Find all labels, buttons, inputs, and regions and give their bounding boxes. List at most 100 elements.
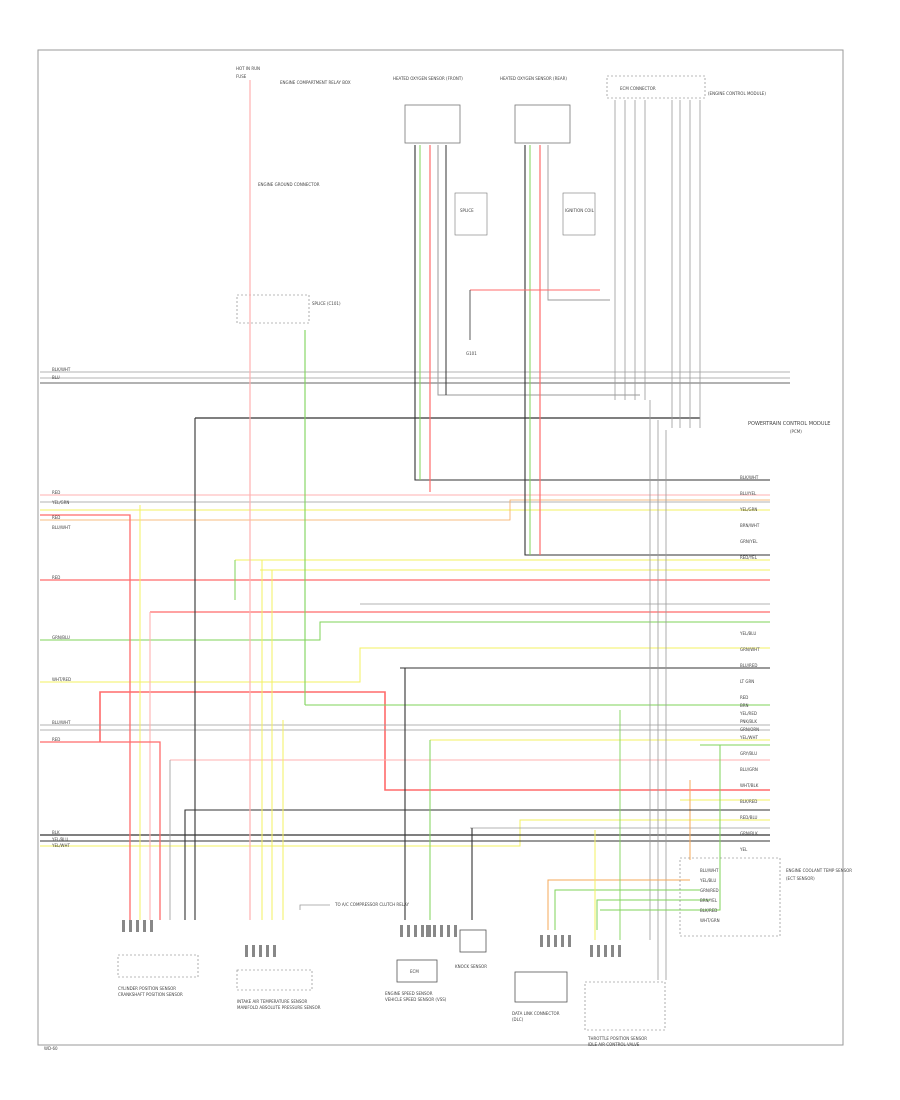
ecm-pin-15: YEL/WHT (739, 735, 759, 740)
wire-orange-7 (40, 499, 770, 521)
ecm-connector-label: ECM CONNECTOR (620, 86, 656, 91)
ecm-title: POWERTRAIN CONTROL MODULE (748, 421, 830, 427)
bottom-label-4: DATA LINK CONNECTOR (512, 1011, 560, 1016)
ecm-pin-labels: BLK/WHTBLU/YELYEL/GRNBRN/WHTGRN/YELRED/Y… (739, 475, 760, 852)
wire-red-29 (40, 514, 131, 920)
o2-sensor-left: HEATED OXYGEN SENSOR (FRONT) SPLICE G101 (393, 76, 488, 356)
left-label-13: YEL/WHT (51, 843, 71, 848)
ect-pin-0: BLU/WHT (700, 868, 719, 873)
wire-yellow-21 (40, 819, 770, 847)
wire-green-11 (40, 621, 770, 641)
ecm-title-group: POWERTRAIN CONTROL MODULE (PCM) (748, 421, 830, 434)
cyl-sensor-box (117, 954, 199, 978)
splice-label: SPLICE (460, 208, 474, 213)
ecm-pin-1: BLU/YEL (740, 491, 757, 496)
connector-pin-1-2 (259, 945, 262, 957)
bottom-label-0: CYLINDER POSITION SENSOR (118, 986, 176, 991)
ect-pin-3: BRN/YEL (700, 898, 718, 903)
ecm-pin-21: GRN/BLK (740, 831, 758, 836)
ignition-coil-label: IGNITION COIL (565, 208, 595, 213)
ect-sensor-module: ENGINE COOLANT TEMP SENSOR (ECT SENSOR) (679, 857, 852, 937)
fuse-subtitle: FUSE (236, 74, 247, 79)
wire-yellow-14 (40, 647, 770, 683)
bottom-label-5: THROTTLE POSITION SENSOR (587, 1036, 647, 1041)
ecm-box-label: ECM (410, 969, 419, 974)
connector-pin-5-0 (590, 945, 593, 957)
wire-red-15 (99, 691, 770, 791)
ect-sensor-sub: (ECT SENSOR) (786, 876, 815, 881)
connector-pin-2-3 (421, 925, 424, 937)
ecm-pin-0: BLK/WHT (740, 475, 759, 480)
connector-pin-3-1 (433, 925, 436, 937)
ecm-pin-17: BLU/GRN (740, 767, 758, 772)
ecm-connector: ECM CONNECTOR (ENGINE CONTROL MODULE) (606, 75, 766, 99)
ecm-pin-22: YEL (739, 847, 748, 852)
ground-label: G101 (466, 351, 477, 356)
diagram-frame (37, 49, 844, 1046)
splice-mid: SPLICE (C101) (236, 294, 341, 324)
o2-right-box (514, 104, 571, 144)
ecm-pin-13: BRN (740, 703, 749, 708)
bottom-label-3: KNOCK SENSOR (455, 964, 487, 969)
left-wire-labels: BLK/WHTBLUREDYEL/GRNREDBLU/WHTREDGRN/BLU… (51, 367, 71, 848)
ecm-pin-10: RED (740, 695, 748, 700)
connector-pin-0-3 (143, 920, 146, 932)
connector-pin-2-1 (407, 925, 410, 937)
left-label-7: GRN/BLU (52, 635, 70, 640)
bottom-sub-4: (DLC) (512, 1017, 524, 1022)
left-label-8: WHT/RED (52, 677, 71, 682)
ect-pin-2: GRN/RED (700, 888, 719, 893)
wire-gray-73 (299, 904, 330, 910)
ecm-pin-20: RED/BLU (740, 815, 758, 820)
connector-pin-3-3 (447, 925, 450, 937)
ect-pin-labels: BLU/WHTYEL/BLUGRN/REDBRN/YELBLK/REDWHT/G… (699, 868, 720, 923)
ecm-subtitle: (PCM) (790, 429, 802, 434)
connector-pin-2-2 (414, 925, 417, 937)
ign-coil-box-right (562, 192, 596, 236)
wire-black-47 (524, 145, 770, 556)
connector-pin-3-0 (426, 925, 429, 937)
ecm-pin-18: WHT/BLK (740, 783, 759, 788)
bottom-sub-5: IDLE AIR CONTROL VALVE (588, 1042, 640, 1047)
ect-pin-1: YEL/BLU (699, 878, 716, 883)
connector-pin-4-1 (547, 935, 550, 947)
o2-right-label: HEATED OXYGEN SENSOR (REAR) (500, 76, 567, 81)
ground-connector-label: ENGINE GROUND CONNECTOR (258, 182, 320, 187)
connector-pin-1-4 (273, 945, 276, 957)
misc-relay-label: TO A/C COMPRESSOR CLUTCH RELAY (334, 902, 409, 907)
ecm-pin-7: GRN/WHT (740, 647, 760, 652)
ecm-pin-19: BLK/RED (740, 799, 757, 804)
connector-pin-0-4 (150, 920, 153, 932)
ecm-pin-16: GRY/BLU (740, 751, 757, 756)
left-label-9: BLU/WHT (52, 720, 71, 725)
ect-sensor-title: ENGINE COOLANT TEMP SENSOR (786, 868, 852, 873)
connector-pin-1-1 (252, 945, 255, 957)
wire-green-72 (600, 745, 721, 911)
connector-pin-4-0 (540, 935, 543, 947)
connector-pin-2-0 (400, 925, 403, 937)
bottom-label-1: INTAKE AIR TEMPERATURE SENSOR (237, 999, 308, 1004)
ecm-pin-14: PNK/BLK (740, 719, 757, 724)
left-label-2: RED (52, 490, 60, 495)
wire-gray-45 (437, 145, 640, 396)
o2-left-label: HEATED OXYGEN SENSOR (FRONT) (393, 76, 463, 81)
connector-pin-5-4 (618, 945, 621, 957)
ect-sensor-box (679, 857, 781, 937)
dlc-box (514, 971, 568, 1003)
splice-mid-box (236, 294, 310, 324)
connector-pin-5-1 (597, 945, 600, 957)
ecm-pin-11: YEL/RED (739, 711, 757, 716)
left-label-1: BLU (52, 375, 60, 380)
left-label-0: BLK/WHT (52, 367, 71, 372)
connector-pin-0-0 (122, 920, 125, 932)
wire-black-42 (414, 145, 770, 481)
wire-gray-50 (547, 145, 610, 301)
left-label-3: YEL/GRN (51, 500, 69, 505)
ecm-pin-2: YEL/GRN (739, 507, 757, 512)
bottom-sub-1: MANIFOLD ABSOLUTE PRESSURE SENSOR (237, 1005, 321, 1010)
bottom-sub-0: CRANKSHAFT POSITION SENSOR (118, 992, 183, 997)
ecm-connector-sub: (ENGINE CONTROL MODULE) (708, 91, 766, 96)
connector-pin-2-4 (428, 925, 431, 937)
